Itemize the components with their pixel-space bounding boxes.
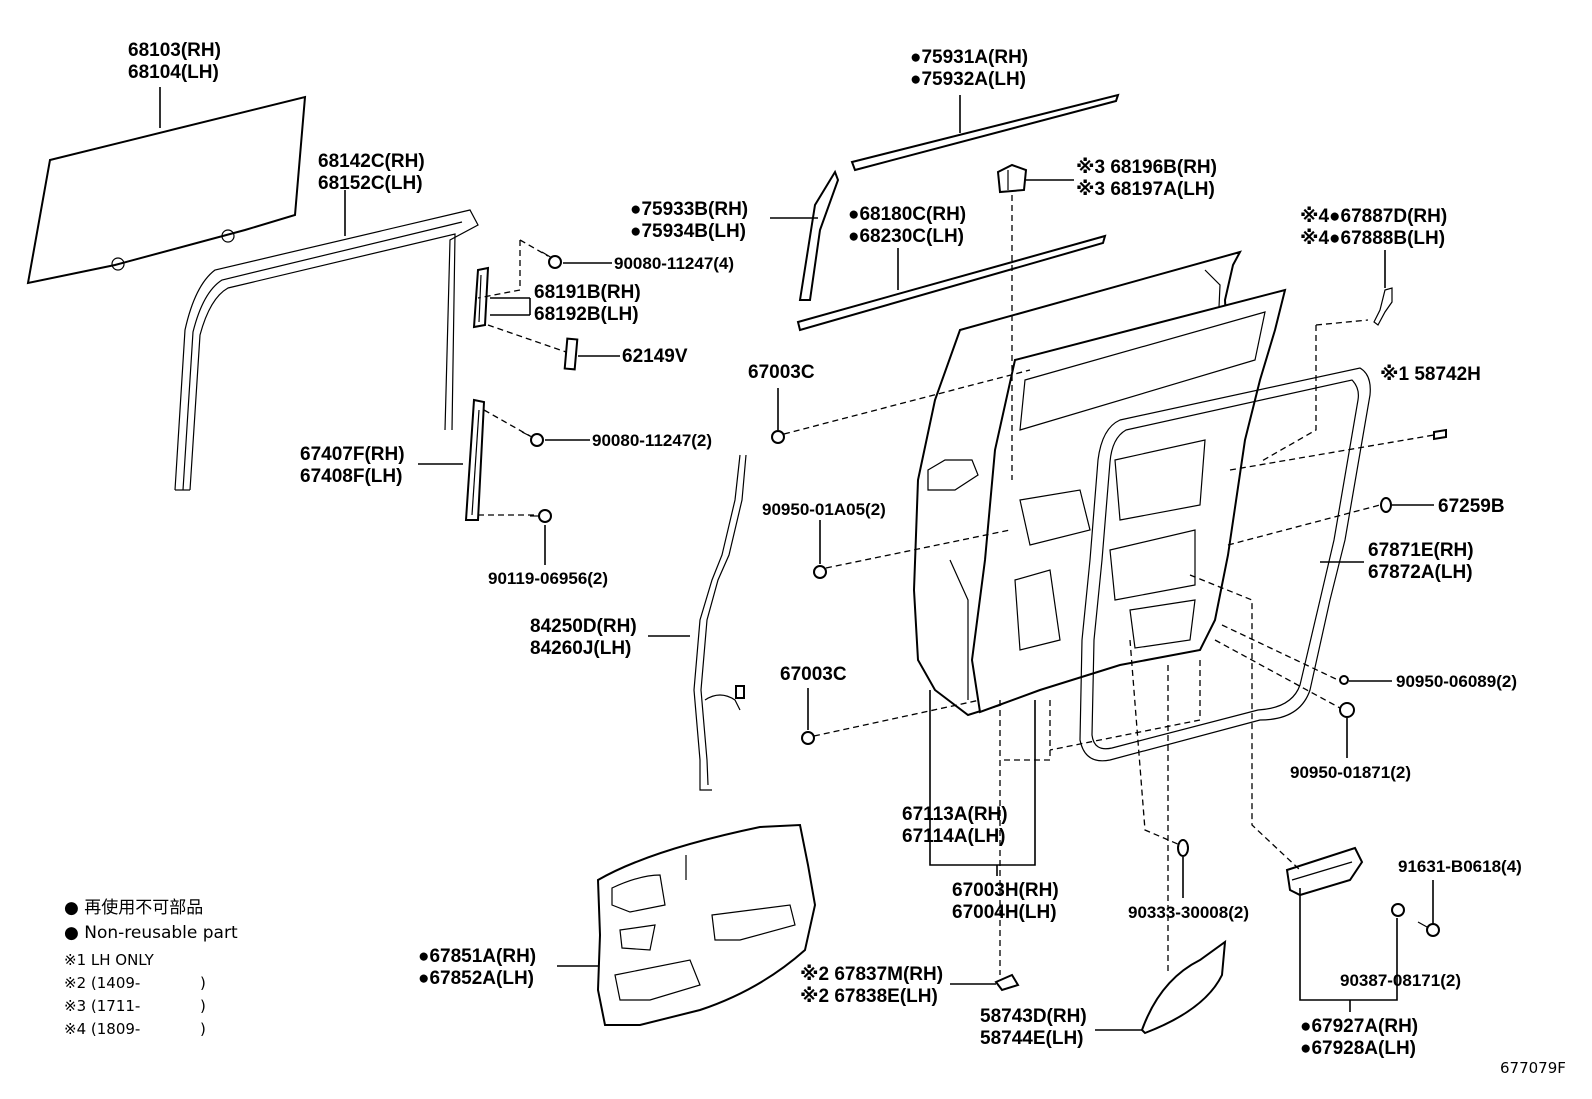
label-67114: 67114A(LH) xyxy=(902,826,1006,847)
label-67407: 67407F(RH) xyxy=(300,444,405,465)
label-68230: ●68230C(LH) xyxy=(848,226,964,247)
label-58743: 58743D(RH) xyxy=(980,1006,1087,1027)
label-90080-b: 90080-11247(2) xyxy=(592,431,712,450)
handle-67927 xyxy=(1285,846,1364,897)
bolt-90080-b xyxy=(521,431,544,447)
glass-run xyxy=(174,209,479,491)
legend-note-1: ※1 LH ONLY xyxy=(64,951,155,969)
legend-note-3-close: ) xyxy=(200,997,206,1015)
label-67408: 67408F(LH) xyxy=(300,466,402,487)
label-67871: 67871E(RH) xyxy=(1368,540,1474,561)
plug-90950-a xyxy=(813,565,827,579)
legend-nonreusable-jp: ● 再使用不可部品 xyxy=(64,897,203,918)
bracket-67887 xyxy=(1373,287,1393,326)
label-67004h: 67004H(LH) xyxy=(952,902,1057,923)
plug-67259 xyxy=(1380,497,1392,513)
legend-note-3: ※3 (1711- xyxy=(64,997,140,1015)
division-bar xyxy=(464,398,486,521)
label-68180: ●68180C(RH) xyxy=(848,204,966,225)
label-58742: ※1 58742H xyxy=(1380,364,1481,385)
label-67927: ●67927A(RH) xyxy=(1300,1016,1418,1037)
label-90080-a: 90080-11247(4) xyxy=(614,254,734,273)
label-67113: 67113A(RH) xyxy=(902,804,1008,825)
label-75931: ●75931A(RH) xyxy=(910,47,1028,68)
part-labels: 68103(RH) 68104(LH) 68142C(RH) 68152C(LH… xyxy=(128,40,1522,1059)
legend-nonreusable-en: ● Non-reusable part xyxy=(64,923,238,943)
plug-90950-c xyxy=(1339,702,1355,718)
label-67887: ※4●67887D(RH) xyxy=(1300,206,1447,227)
label-90950-b: 90950-06089(2) xyxy=(1396,672,1517,691)
label-67928: ●67928A(LH) xyxy=(1300,1038,1416,1059)
label-90387: 90387-08171(2) xyxy=(1340,971,1461,990)
legend-note-4-close: ) xyxy=(200,1020,206,1038)
label-67259: 67259B xyxy=(1438,496,1505,517)
label-67852: ●67852A(LH) xyxy=(418,968,534,989)
plug-90950-b xyxy=(1339,675,1349,685)
clip-68196 xyxy=(996,163,1028,194)
legend-note-4: ※4 (1809- xyxy=(64,1020,140,1038)
legend-note-2: ※2 (1409- xyxy=(64,974,140,992)
seal-62149v xyxy=(563,337,579,371)
label-90333: 90333-30008(2) xyxy=(1128,903,1249,922)
label-67837: ※2 67837M(RH) xyxy=(800,964,943,985)
label-67003c-lower: 67003C xyxy=(780,664,847,685)
belt-moulding-inner xyxy=(796,234,1107,332)
door-trim-board xyxy=(596,823,817,1026)
label-68192: 68192B(LH) xyxy=(534,304,639,325)
bolt-90119 xyxy=(530,509,552,523)
legend-note-2-close: ) xyxy=(200,974,206,992)
label-68197: ※3 68197A(LH) xyxy=(1076,179,1215,200)
belt-moulding-outer xyxy=(850,93,1120,172)
door-weatherstrip xyxy=(1079,367,1371,762)
plug-67003c-upper xyxy=(771,430,785,444)
label-68103: 68103(RH) xyxy=(128,40,221,61)
label-75932: ●75932A(LH) xyxy=(910,69,1026,90)
leader-lines xyxy=(159,87,1434,1031)
pad-58742 xyxy=(1433,428,1447,441)
label-58744: 58744E(LH) xyxy=(980,1028,1084,1049)
label-68196: ※3 68196B(RH) xyxy=(1076,157,1217,178)
label-90950-a: 90950-01A05(2) xyxy=(762,500,886,519)
label-67872: 67872A(LH) xyxy=(1368,562,1473,583)
label-90119: 90119-06956(2) xyxy=(488,569,608,588)
label-75934: ●75934B(LH) xyxy=(630,221,746,242)
label-67888: ※4●67888B(LH) xyxy=(1300,228,1445,249)
wire-harness xyxy=(693,454,747,791)
nut-90387 xyxy=(1391,903,1405,917)
label-84250: 84250D(RH) xyxy=(530,616,637,637)
bolt-90080-a xyxy=(541,251,562,269)
legend: ● 再使用不可部品 ● Non-reusable part ※1 LH ONLY… xyxy=(64,897,238,1038)
label-67003h: 67003H(RH) xyxy=(952,880,1059,901)
label-90950-c: 90950-01871(2) xyxy=(1290,763,1411,782)
door-glass xyxy=(26,95,307,285)
dashed-lines xyxy=(477,195,1435,975)
label-68104: 68104(LH) xyxy=(128,62,219,83)
label-91631: 91631-B0618(4) xyxy=(1398,857,1522,876)
label-62149: 62149V xyxy=(622,346,688,367)
label-67838: ※2 67838E(LH) xyxy=(800,986,938,1007)
screw-91631 xyxy=(1417,921,1440,937)
label-84260: 84260J(LH) xyxy=(530,638,631,659)
pillar-garnish xyxy=(798,169,840,301)
clip-67837 xyxy=(994,973,1020,992)
inner-door-frame xyxy=(970,288,1287,714)
label-68152: 68152C(LH) xyxy=(318,173,423,194)
plug-67003c-lower xyxy=(801,731,815,745)
figure-id: 677079F xyxy=(1500,1059,1566,1077)
label-67851: ●67851A(RH) xyxy=(418,946,536,967)
protector-58743 xyxy=(1140,939,1227,1035)
label-67003c-upper: 67003C xyxy=(748,362,815,383)
label-68191: 68191B(RH) xyxy=(534,282,641,303)
label-75933: ●75933B(RH) xyxy=(630,199,748,220)
clip-90333 xyxy=(1177,839,1189,857)
rear-channel xyxy=(472,266,490,329)
label-68142: 68142C(RH) xyxy=(318,151,425,172)
